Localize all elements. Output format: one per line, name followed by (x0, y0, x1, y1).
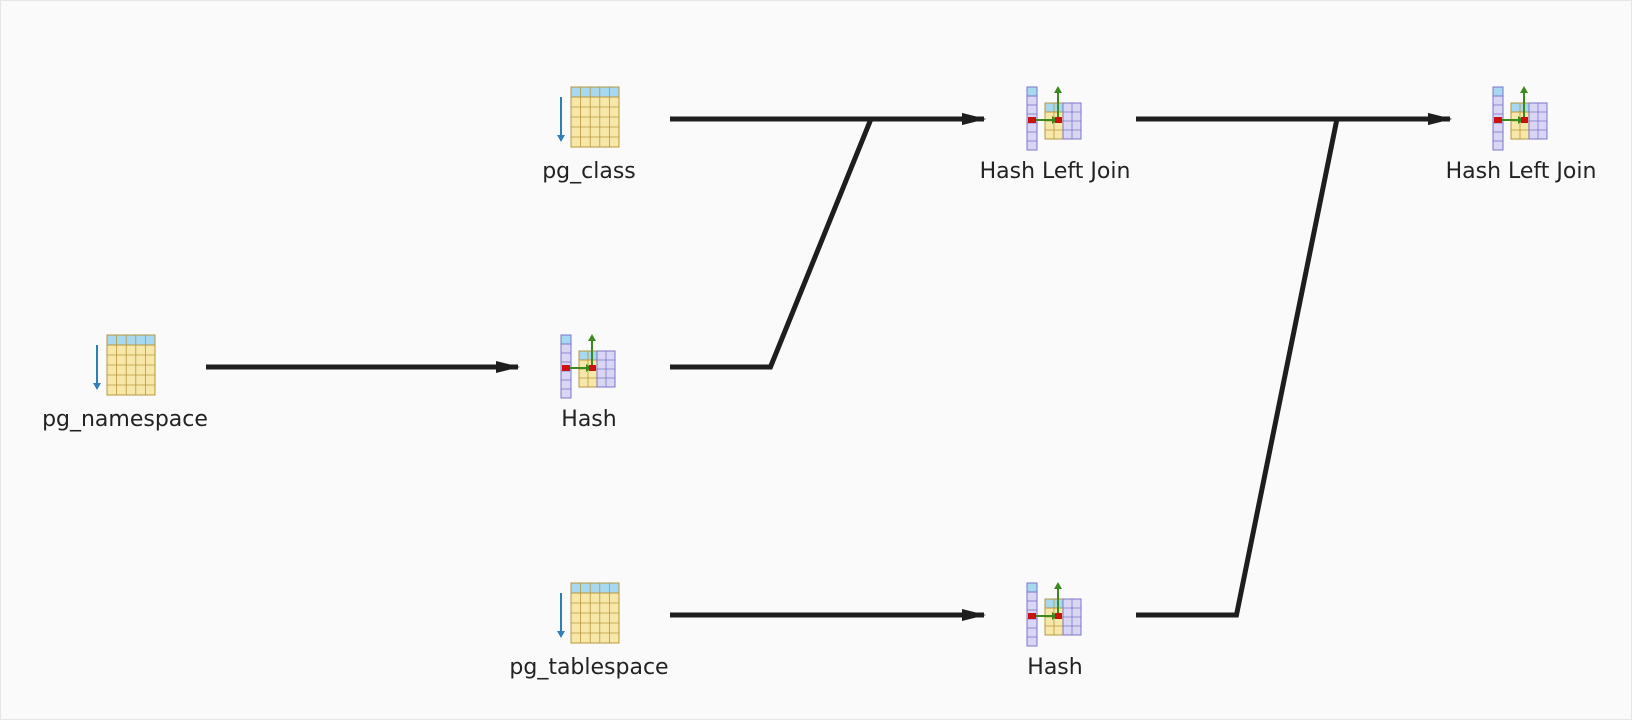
seq-scan-icon (557, 86, 620, 148)
hash-join-icon (1026, 86, 1082, 151)
node-pg-namespace[interactable]: pg_namespace (25, 333, 225, 432)
node-pg-class[interactable]: pg_class (489, 85, 689, 184)
node-pg-tablespace[interactable]: pg_tablespace (489, 581, 689, 680)
node-hash-2[interactable]: Hash (955, 581, 1155, 680)
hash-join-icon (1492, 86, 1548, 151)
hash-icon (1026, 582, 1082, 647)
node-label: Hash (1027, 655, 1083, 680)
node-label: pg_tablespace (509, 655, 669, 680)
plan-edge (670, 113, 986, 370)
plan-edge (1136, 113, 1452, 618)
node-hash-left-join[interactable]: Hash Left Join (955, 85, 1155, 184)
node-label: pg_class (542, 159, 636, 184)
node-label: Hash Left Join (979, 159, 1131, 184)
node-hash[interactable]: Hash (489, 333, 689, 432)
node-label: Hash Left Join (1445, 159, 1597, 184)
node-label: Hash (561, 407, 617, 432)
seq-scan-icon (557, 582, 620, 644)
node-label: pg_namespace (42, 407, 208, 432)
seq-scan-icon (93, 334, 156, 396)
hash-icon (560, 334, 616, 399)
node-hash-left-join-2[interactable]: Hash Left Join (1421, 85, 1621, 184)
